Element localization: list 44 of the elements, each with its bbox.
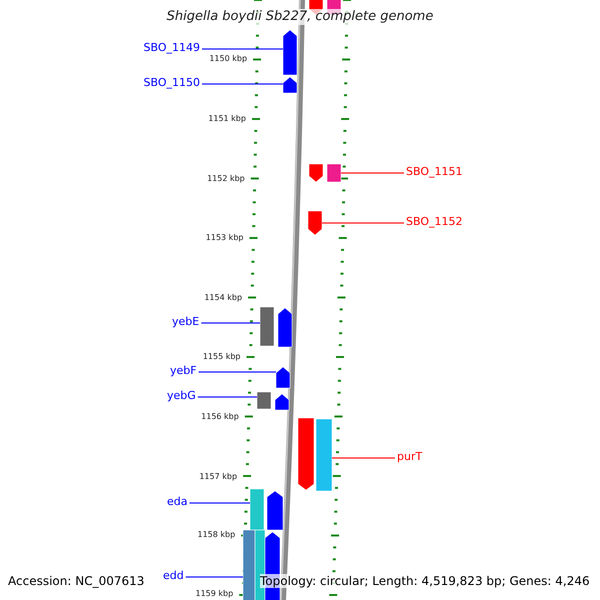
gene-feature-block	[278, 308, 292, 348]
scale-label: 1151 kbp	[208, 114, 246, 124]
scale-label: 1156 kbp	[201, 412, 239, 422]
leader-line	[189, 502, 250, 504]
gene-label: eda	[167, 495, 188, 509]
genome-info-text: Topology: circular; Length: 4,519,823 bp; Genes: 4,246	[260, 574, 590, 588]
gene-label: yebF	[170, 364, 197, 378]
gene-feature-block	[250, 488, 264, 530]
gene-feature-block	[282, 76, 298, 94]
scale-label: 1157 kbp	[199, 472, 238, 482]
gene-feature-block	[260, 306, 274, 346]
leader-line	[197, 396, 258, 398]
gene-label: SBO_1149	[144, 41, 200, 55]
gene-feature-block	[308, 164, 324, 182]
scale-label: 1154 kbp	[204, 293, 242, 303]
gene-label: SBO_1151	[406, 165, 462, 179]
gene-label: yebE	[172, 315, 200, 329]
gene-feature-block	[266, 490, 284, 530]
title: Shigella boydii Sb227, complete genome	[166, 9, 434, 25]
gene-feature-block	[242, 530, 256, 600]
gene-feature-block	[326, 164, 342, 182]
gene-label: SBO_1150	[144, 76, 200, 90]
gene-feature-block	[256, 392, 272, 410]
gene-label: SBO_1152	[406, 215, 462, 229]
scale-label: 1155 kbp	[202, 352, 241, 362]
gene-label: edd	[163, 569, 184, 583]
gene-label: yebG	[167, 389, 196, 403]
leader-line	[202, 48, 284, 50]
gene-feature-block	[308, 210, 322, 236]
accession-text: Accession: NC_007613	[8, 574, 144, 588]
leader-line	[340, 172, 404, 174]
scale-label: 1159 kbp	[196, 589, 234, 599]
gene-feature-block	[276, 366, 290, 388]
scale-label: 1158 kbp	[198, 530, 236, 540]
leader-line	[200, 322, 260, 324]
gene-feature-block	[274, 394, 290, 410]
gene-feature-block	[298, 418, 314, 490]
gene-feature-block	[316, 418, 332, 492]
scale-label: 1153 kbp	[206, 233, 244, 243]
gene-label: purT	[397, 450, 422, 464]
scale-label: 1150 kbp	[209, 54, 248, 64]
leader-line	[322, 222, 404, 224]
scale-label: 1152 kbp	[207, 174, 245, 184]
leader-line	[185, 576, 244, 578]
